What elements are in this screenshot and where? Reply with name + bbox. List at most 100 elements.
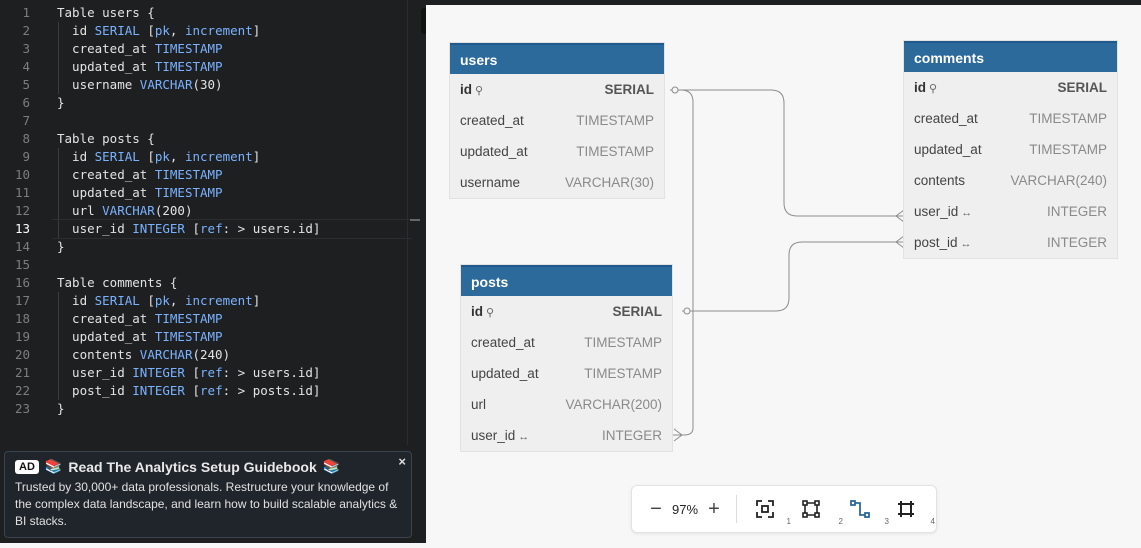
code-line[interactable]: 10 created_at TIMESTAMP xyxy=(0,166,420,184)
ad-badge: AD xyxy=(15,459,39,474)
field-type: VARCHAR(240) xyxy=(1010,173,1107,188)
code-keyword: SERIAL xyxy=(94,293,140,308)
zoom-in-button[interactable]: + xyxy=(700,498,728,521)
code-line[interactable]: 12 url VARCHAR(200) xyxy=(0,202,420,220)
code-line[interactable]: 23} xyxy=(0,400,420,418)
link-icon: ↔ xyxy=(961,207,973,219)
code-line[interactable]: 3 created_at TIMESTAMP xyxy=(0,40,420,58)
line-number: 17 xyxy=(14,293,30,308)
code-token: : > posts.id] xyxy=(222,383,321,398)
field-row[interactable]: id⚲SERIAL xyxy=(904,72,1117,103)
field-name: id xyxy=(471,304,483,319)
code-token: updated_at xyxy=(57,185,155,200)
code-line[interactable]: 18 created_at TIMESTAMP xyxy=(0,310,420,328)
line-style-button[interactable]: 3 xyxy=(837,500,889,526)
fit-view-icon xyxy=(756,500,774,518)
scrollbar-marker[interactable] xyxy=(410,219,420,221)
code-token: [ xyxy=(184,221,201,236)
field-row[interactable]: user_id↔INTEGER xyxy=(461,420,672,451)
code-text: post_id INTEGER [ref: > posts.id] xyxy=(57,382,320,400)
code-text: updated_at TIMESTAMP xyxy=(57,328,223,346)
line-number: 14 xyxy=(14,239,30,254)
code-line[interactable]: 13 user_id INTEGER [ref: > users.id] xyxy=(0,220,420,238)
auto-layout-button[interactable]: 2 xyxy=(785,500,843,526)
field-row[interactable]: post_id↔INTEGER xyxy=(904,227,1117,258)
code-token: created_at xyxy=(57,311,155,326)
field-type: TIMESTAMP xyxy=(1029,142,1107,157)
field-name: created_at xyxy=(471,335,535,350)
relation-users-comments[interactable] xyxy=(670,89,898,217)
line-number: 22 xyxy=(14,383,30,398)
code-line[interactable]: 2 id SERIAL [pk, increment] xyxy=(0,22,420,40)
code-text: updated_at TIMESTAMP xyxy=(57,184,223,202)
line-number: 1 xyxy=(22,5,30,20)
code-text: } xyxy=(57,94,65,112)
relation-posts-comments[interactable] xyxy=(682,241,898,312)
field-row[interactable]: user_id↔INTEGER xyxy=(904,196,1117,227)
relation-users-posts[interactable] xyxy=(670,89,694,436)
code-line[interactable]: 4 updated_at TIMESTAMP xyxy=(0,58,420,76)
table-header-posts[interactable]: posts xyxy=(461,265,672,296)
field-name: id xyxy=(914,80,926,95)
line-number: 20 xyxy=(14,347,30,362)
line-number: 9 xyxy=(22,149,30,164)
frame-button[interactable]: 4 xyxy=(883,500,935,526)
code-keyword: ref xyxy=(200,365,223,380)
code-line[interactable]: 9 id SERIAL [pk, increment] xyxy=(0,148,420,166)
code-text: } xyxy=(57,400,65,418)
code-line[interactable]: 15 xyxy=(0,256,420,274)
code-token: post_id xyxy=(57,383,133,398)
close-icon[interactable]: × xyxy=(398,454,406,469)
field-row[interactable]: id⚲SERIAL xyxy=(450,74,664,105)
code-token: [ xyxy=(184,365,201,380)
code-line[interactable]: 6} xyxy=(0,94,420,112)
code-text: id SERIAL [pk, increment] xyxy=(57,148,260,166)
code-token: updated_at xyxy=(57,59,155,74)
code-line[interactable]: 5 username VARCHAR(30) xyxy=(0,76,420,94)
code-keyword: SERIAL xyxy=(94,149,140,164)
ad-title[interactable]: Read The Analytics Setup Guidebook xyxy=(68,458,317,475)
table-header-users[interactable]: users xyxy=(450,43,664,74)
field-row[interactable]: id⚲SERIAL xyxy=(461,296,672,327)
code-line[interactable]: 21 user_id INTEGER [ref: > users.id] xyxy=(0,364,420,382)
code-keyword: pk xyxy=(154,149,170,164)
code-line[interactable]: 20 contents VARCHAR(240) xyxy=(0,346,420,364)
code-text: contents VARCHAR(240) xyxy=(57,346,230,364)
code-keyword: increment xyxy=(184,293,253,308)
field-type: INTEGER xyxy=(1046,204,1107,219)
ad-banner[interactable]: AD 📚 Read The Analytics Setup Guidebook … xyxy=(4,451,412,538)
field-type: VARCHAR(200) xyxy=(565,397,662,412)
code-token: url xyxy=(57,203,103,218)
code-line[interactable]: 22 post_id INTEGER [ref: > posts.id] xyxy=(0,382,420,400)
zoom-out-button[interactable]: − xyxy=(642,498,670,521)
code-line[interactable]: 11 updated_at TIMESTAMP xyxy=(0,184,420,202)
code-keyword: ref xyxy=(200,383,223,398)
fit-view-button[interactable]: 1 xyxy=(745,500,791,526)
field-name: username xyxy=(460,175,521,190)
field-name: created_at xyxy=(460,113,524,128)
code-line[interactable]: 17 id SERIAL [pk, increment] xyxy=(0,292,420,310)
code-line[interactable]: 7 xyxy=(0,112,420,130)
code-keyword: VARCHAR xyxy=(139,77,193,92)
code-line[interactable]: 19 updated_at TIMESTAMP xyxy=(0,328,420,346)
table-header-comments[interactable]: comments xyxy=(904,41,1117,72)
code-line[interactable]: 14} xyxy=(0,238,420,256)
